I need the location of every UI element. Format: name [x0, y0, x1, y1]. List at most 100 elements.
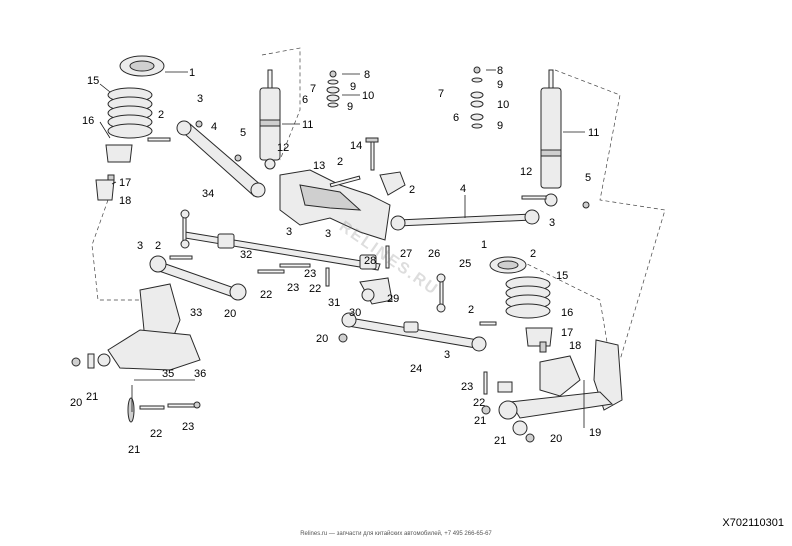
callout-34: 34 — [202, 188, 214, 200]
callout-6b: 6 — [453, 112, 459, 124]
coil-spring-right — [505, 276, 551, 319]
callout-18: 18 — [119, 195, 131, 207]
callout-10: 10 — [362, 90, 374, 102]
callout-21d: 21 — [128, 444, 140, 456]
callout-2: 2 — [158, 109, 164, 121]
callout-35: 35 — [162, 368, 174, 380]
shock-hardware-left — [326, 70, 340, 108]
shock-hardware-right — [470, 66, 484, 129]
knuckle-right — [539, 355, 581, 397]
callout-16b: 16 — [561, 307, 573, 319]
callout-20b: 20 — [316, 333, 328, 345]
callout-11: 11 — [302, 119, 313, 131]
lower-arm-19 — [509, 391, 614, 419]
callout-2e: 2 — [530, 248, 536, 260]
callout-13: 13 — [313, 160, 325, 172]
callout-2d: 2 — [155, 240, 161, 252]
drawing-code: X702110301 — [722, 517, 784, 529]
bolt-2-subframe — [329, 175, 361, 188]
callout-3e: 3 — [549, 217, 555, 229]
callout-3c: 3 — [325, 228, 331, 240]
callout-25: 25 — [459, 258, 471, 270]
callout-36: 36 — [194, 368, 206, 380]
callout-27: 27 — [400, 248, 412, 260]
assembly-outline-right — [554, 69, 666, 361]
lower-arm-36 — [107, 329, 201, 371]
callout-15: 15 — [87, 75, 99, 87]
shock-absorber-right — [540, 69, 562, 207]
callout-20: 20 — [224, 308, 236, 320]
callout-21b: 21 — [494, 435, 506, 447]
assembly-outline-left — [91, 199, 140, 301]
callout-4b: 4 — [460, 183, 466, 195]
callout-3d: 3 — [137, 240, 143, 252]
bushing-18-left — [95, 179, 115, 201]
callout-31: 31 — [328, 297, 340, 309]
callout-5: 5 — [240, 127, 246, 139]
callout-23b: 23 — [304, 268, 316, 280]
callout-18b: 18 — [569, 340, 581, 352]
callout-22d: 22 — [150, 428, 162, 440]
callout-labels: 1 15 16 17 18 2 3 4 5 11 12 8 9 7 10 6 9… — [70, 65, 601, 456]
bolt-14 — [370, 139, 375, 171]
callout-29: 29 — [387, 293, 399, 305]
callout-20d: 20 — [70, 397, 82, 409]
bolt-2-upper — [147, 137, 171, 142]
callout-2f: 2 — [468, 304, 474, 316]
trailing-arm-left — [177, 123, 263, 197]
callout-26: 26 — [428, 248, 440, 260]
callout-5b: 5 — [585, 172, 591, 184]
callout-23c: 23 — [461, 381, 473, 393]
callout-11b: 11 — [588, 127, 599, 139]
callout-14: 14 — [350, 140, 362, 152]
callout-21c: 21 — [86, 391, 98, 403]
callout-24: 24 — [410, 363, 422, 375]
callout-9b: 9 — [347, 101, 353, 113]
callout-1b: 1 — [481, 239, 487, 251]
callout-22c: 22 — [473, 397, 485, 409]
callout-2c: 2 — [409, 184, 415, 196]
callout-8: 8 — [364, 69, 370, 81]
assembly-outline-top — [261, 47, 301, 161]
callout-22: 22 — [260, 289, 272, 301]
callout-6: 6 — [302, 94, 308, 106]
callout-28: 28 — [364, 255, 376, 267]
callout-7b: 7 — [438, 88, 444, 100]
callout-33: 33 — [190, 307, 202, 319]
callout-9: 9 — [350, 81, 356, 93]
callout-19: 19 — [589, 427, 601, 439]
callout-3b: 3 — [286, 226, 292, 238]
callout-9d: 9 — [497, 120, 503, 132]
bump-stop-left — [105, 144, 133, 163]
callout-22b: 22 — [309, 283, 321, 295]
bolt-kit-35 — [127, 397, 201, 423]
callout-4: 4 — [211, 121, 217, 133]
callout-9c: 9 — [497, 79, 503, 91]
callout-20c: 20 — [550, 433, 562, 445]
callout-12b: 12 — [520, 166, 532, 178]
callout-12: 12 — [277, 142, 289, 154]
assembly-outline-mid — [514, 257, 611, 361]
spring-seat-left — [119, 55, 165, 77]
bolt-2-lower — [169, 255, 193, 260]
callout-1: 1 — [189, 67, 195, 79]
shock-absorber-left — [259, 69, 281, 170]
callout-23d: 23 — [182, 421, 194, 433]
callout-17b: 17 — [561, 327, 573, 339]
callout-30: 30 — [349, 307, 361, 319]
callout-16: 16 — [82, 115, 94, 127]
callout-21: 21 — [474, 415, 486, 427]
bump-stop-right — [525, 327, 553, 347]
coil-spring-left — [107, 87, 153, 139]
callout-32: 32 — [240, 249, 252, 261]
callout-15b: 15 — [556, 270, 568, 282]
leader-lines — [99, 69, 585, 428]
callout-3f: 3 — [444, 349, 450, 361]
callout-8b: 8 — [497, 65, 503, 77]
callout-3: 3 — [197, 93, 203, 105]
callout-10b: 10 — [497, 99, 509, 111]
callout-7: 7 — [310, 83, 316, 95]
footer-text: Relines.ru — запчасти для китайских авто… — [300, 531, 492, 537]
